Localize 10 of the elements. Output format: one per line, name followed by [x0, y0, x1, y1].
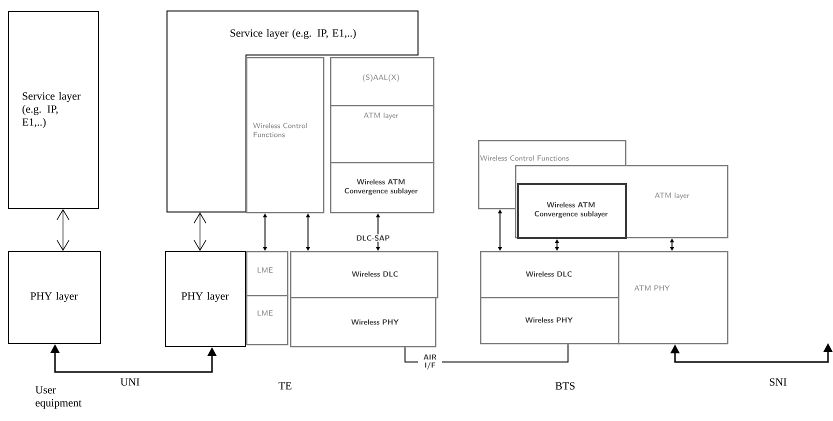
layer-box: PHY layer — [8, 251, 101, 344]
caption-label: User equipment — [35, 386, 82, 409]
connector-line — [404, 344, 568, 362]
edge-label: SNI — [768, 377, 788, 387]
layer-box: Service layer (e.g. IP, E1,..) — [8, 11, 99, 209]
arrow — [194, 212, 206, 251]
arrow — [56, 209, 70, 251]
edge-label: UNI — [119, 377, 141, 387]
caption-label: BTS — [555, 382, 575, 390]
caption-label: TE — [278, 382, 292, 390]
